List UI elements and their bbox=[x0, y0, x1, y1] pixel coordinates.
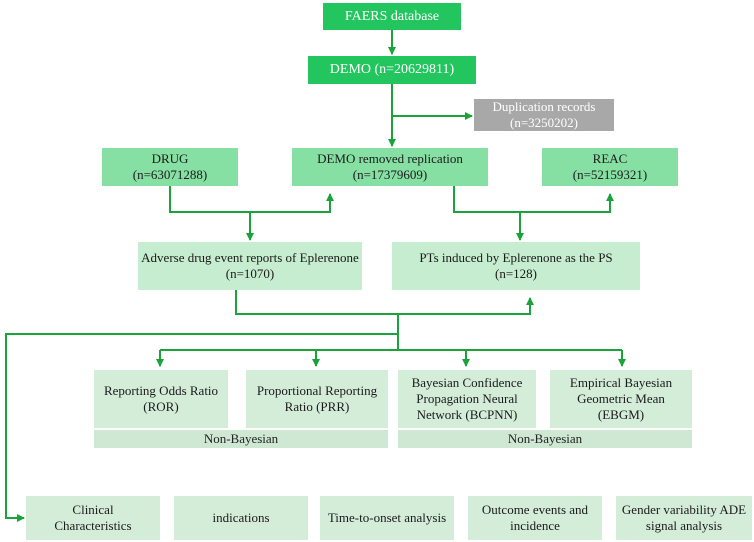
faers-database-box: FAERS database bbox=[323, 3, 461, 30]
gender-variability-box: Gender variability ADE signal analysis bbox=[616, 496, 752, 540]
demo-box: DEMO (n=20629811) bbox=[308, 56, 476, 84]
line-demoremoved-pts bbox=[453, 186, 520, 213]
duplication-records-box: Duplication records (n=3250202) bbox=[474, 99, 614, 131]
demo-removed-replication-box: DEMO removed replication (n=17379609) bbox=[292, 148, 488, 186]
ebgm-box: Empirical Bayesian Geometric Mean (EBGM) bbox=[550, 370, 692, 428]
line-ade-merge bbox=[235, 290, 398, 315]
arrow-pts-reac bbox=[520, 193, 614, 213]
adverse-drug-event-box: Adverse drug event reports of Eplerenone… bbox=[138, 242, 362, 290]
outcome-events-box: Outcome events and incidence bbox=[468, 496, 602, 540]
bcpnn-box: Bayesian Confidence Propagation Neural N… bbox=[398, 370, 536, 428]
reac-box: REAC (n=52159321) bbox=[542, 148, 678, 186]
prr-box: Proportional Reporting Ratio (PRR) bbox=[246, 370, 388, 428]
indications-box: indications bbox=[174, 496, 308, 540]
time-to-onset-box: Time-to-onset analysis bbox=[320, 496, 454, 540]
arrow-demoremoved-up bbox=[250, 193, 334, 213]
clinical-characteristics-box: Clinical Characteristics bbox=[26, 496, 160, 540]
ror-box: Reporting Odds Ratio (ROR) bbox=[94, 370, 228, 428]
drug-box: DRUG (n=63071288) bbox=[102, 148, 238, 186]
line-drug-ade bbox=[169, 186, 250, 213]
arrow-merge-pts bbox=[398, 297, 534, 315]
non-bayesian-left-band: Non-Bayesian bbox=[94, 430, 388, 448]
pts-induced-box: PTs induced by Eplerenone as the PS (n=1… bbox=[392, 242, 640, 290]
non-bayesian-right-band: Non-Bayesian bbox=[398, 430, 692, 448]
arrow-to-clinical bbox=[5, 333, 398, 522]
